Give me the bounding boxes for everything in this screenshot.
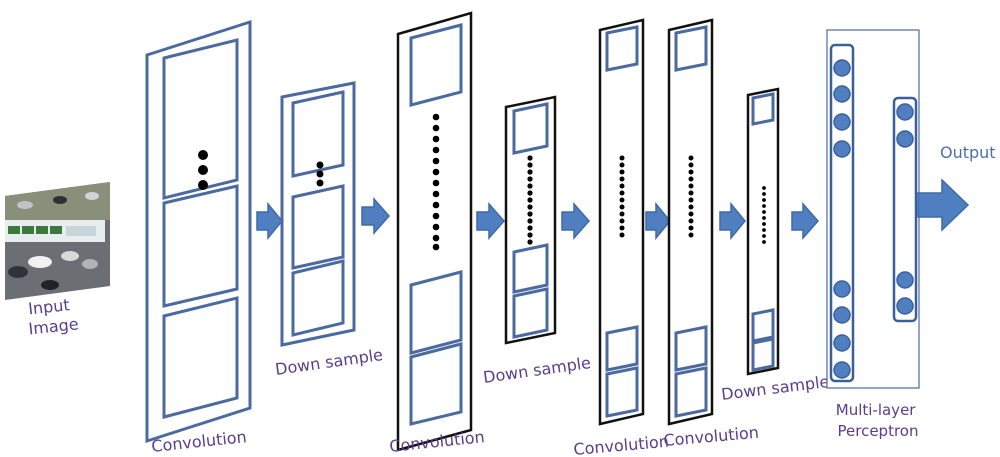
conv-layer-2 (396, 11, 473, 452)
dots-column (527, 155, 533, 245)
conv-label-3: Convolution (573, 432, 670, 457)
downsample-layer-1 (280, 81, 356, 347)
conv-label-4: Convolution (663, 423, 760, 450)
downsample-label-3: Down sample (720, 372, 830, 404)
conv-layer-3 (598, 18, 645, 426)
conv-layer-4 (667, 18, 714, 426)
right-arrow-icon (719, 201, 746, 241)
conv-layer-1 (145, 19, 252, 444)
right-arrow-icon (476, 202, 506, 240)
dots-column (619, 155, 625, 238)
input-image-thumbnail (5, 182, 110, 300)
downsample-label-1: Down sample (274, 345, 384, 379)
output-arrow-icon (917, 178, 970, 232)
dots-column (432, 113, 440, 251)
right-arrow-icon (645, 201, 671, 241)
output-label: Output (940, 143, 996, 162)
input-image-label: Input Image (26, 294, 80, 338)
multilayer-perceptron (826, 29, 920, 389)
right-arrow-icon (361, 197, 391, 235)
mlp-label: Multi-layer Perceptron (836, 401, 921, 440)
right-arrow-icon (561, 202, 591, 240)
right-arrow-icon (256, 201, 283, 241)
downsample-label-2: Down sample (482, 353, 592, 387)
dots-column (762, 186, 766, 244)
downsample-layer-3 (746, 87, 780, 376)
right-arrow-icon (791, 202, 820, 240)
dots-column (688, 155, 694, 238)
downsample-layer-2 (504, 95, 557, 345)
